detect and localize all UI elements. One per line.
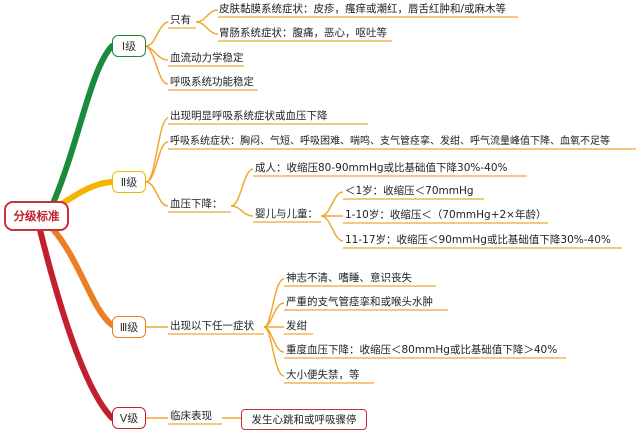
g3-symptom-3: 发绀 [286,320,307,332]
g3-symptom-5: 大小便失禁，等 [286,369,360,381]
g2-bp-drop: 血压下降： [170,198,223,210]
root-label: 分级标准 [13,209,60,223]
g1-hemodynamic: 血流动力学稳定 [170,52,244,64]
branch-grade-4 [37,227,115,421]
grade-1-label: Ⅰ级 [121,40,137,53]
grade-3-label: Ⅲ级 [119,321,139,334]
g2-child-1-10: 1-10岁：收缩压＜（70mmHg+2×年龄） [345,209,547,221]
grade-2-node: Ⅱ级 [112,171,146,193]
branch-grade-3 [49,225,115,328]
g3-any-symptom: 出现以下任一症状 [170,320,254,332]
g4-arrest-node: 发生心跳和或呼吸骤停 [241,409,367,430]
g1-skin-symptoms: 皮肤黏膜系统症状：皮疹，瘙痒或潮红，唇舌红肿和/或麻木等 [219,3,507,15]
g3-symptom-1: 神志不清、嗜睡、意识丧失 [286,272,412,284]
grade-2-label: Ⅱ级 [120,176,138,189]
grade-3-node: Ⅲ级 [112,316,146,338]
g1-gi-symptoms: 胃肠系统症状：腹痛，恶心，呕吐等 [219,27,387,39]
g4-arrest: 发生心跳和或呼吸骤停 [251,414,357,426]
grade-1-node: Ⅰ级 [112,35,146,57]
g3-symptom-4: 重度血压下降：收缩压＜80mmHg或比基础值下降＞40% [286,344,558,356]
g2-adult: 成人：收缩压80-90mmHg或比基础值下降30%-40% [255,162,508,174]
g3-symptom-2: 严重的支气管痉挛和或喉头水肿 [286,296,433,308]
g2-obvious: 出现明显呼吸系统症状或血压下降 [170,110,328,122]
root-node: 分级标准 [4,201,69,231]
g2-respiratory-symptoms: 呼吸系统症状：胸闷、气短、呼吸困难、喘鸣、支气管痉挛、发绀、呼气流量峰值下降、血… [170,136,610,147]
g2-child-under-1: ＜1岁：收缩压＜70mmHg [345,185,474,197]
g1-only: 只有 [170,14,191,26]
g4-clinical: 临床表现 [170,410,212,422]
g2-child: 婴儿与儿童： [255,208,318,220]
grade-4-label: Ⅴ级 [119,412,139,425]
g2-child-11-17: 11-17岁：收缩压＜90mmHg或比基础值下降30%-40% [345,234,611,246]
grade-4-node: Ⅴ级 [112,407,146,429]
g1-respiratory: 呼吸系统功能稳定 [170,76,254,88]
branch-grade-1 [49,43,115,209]
